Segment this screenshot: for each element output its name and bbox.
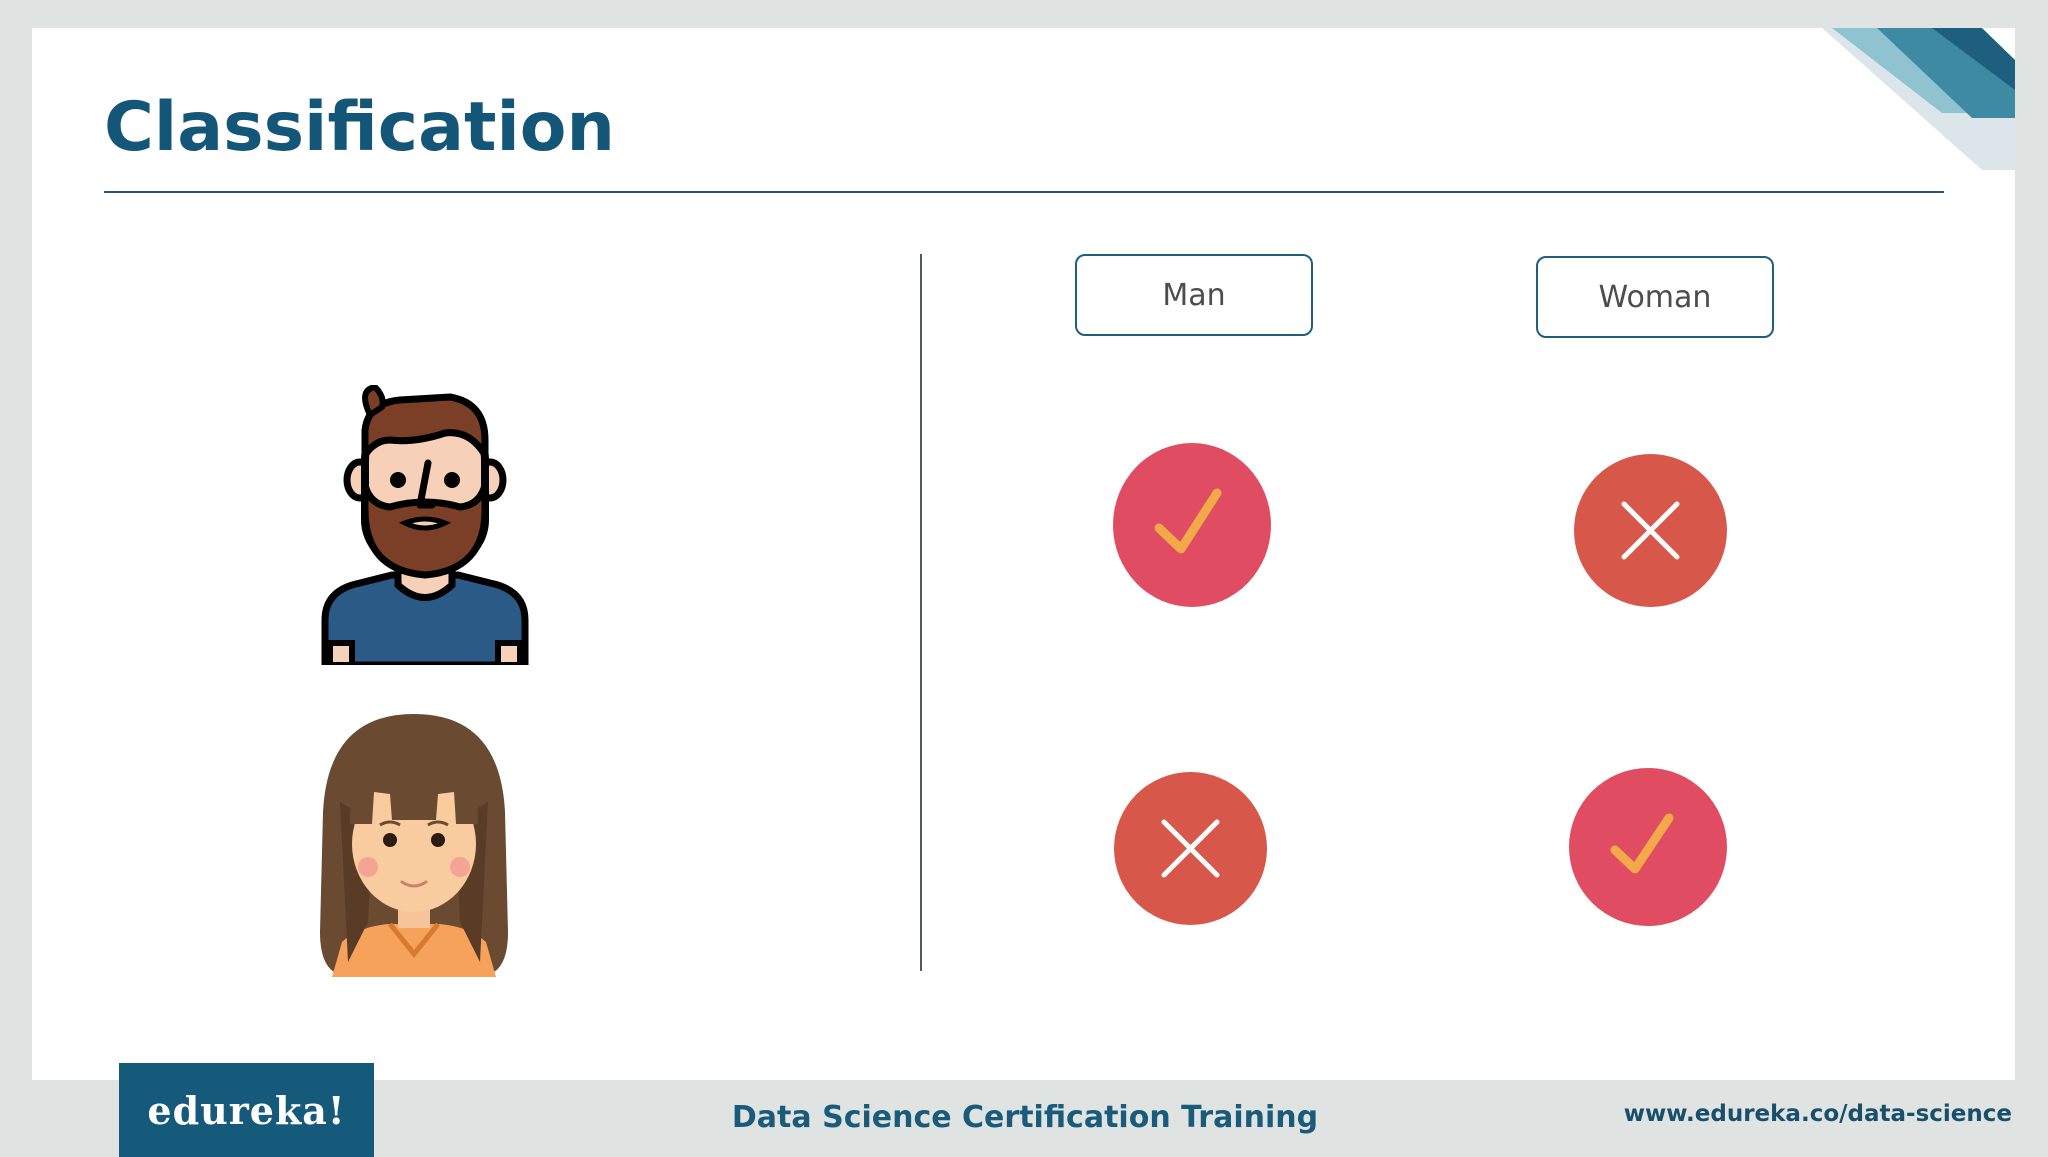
man-is-man-check-icon: [1113, 443, 1271, 607]
label-woman: Woman: [1536, 256, 1774, 338]
edureka-logo: edureka!: [119, 1063, 374, 1157]
course-title: Data Science Certification Training: [731, 1100, 1319, 1135]
site-url: www.edureka.co/data-science: [1623, 1101, 2012, 1127]
woman-is-woman-check-icon: [1569, 768, 1727, 926]
label-man: Man: [1075, 254, 1313, 336]
woman-avatar-icon: [320, 714, 508, 977]
corner-decoration: [1822, 28, 2015, 170]
man-is-woman-cross-icon: [1574, 454, 1727, 607]
column-divider: [920, 254, 922, 971]
man-avatar-icon: [321, 385, 529, 665]
title-divider: [104, 191, 1944, 193]
woman-is-man-cross-icon: [1114, 772, 1267, 925]
page-title: Classification: [104, 88, 615, 167]
